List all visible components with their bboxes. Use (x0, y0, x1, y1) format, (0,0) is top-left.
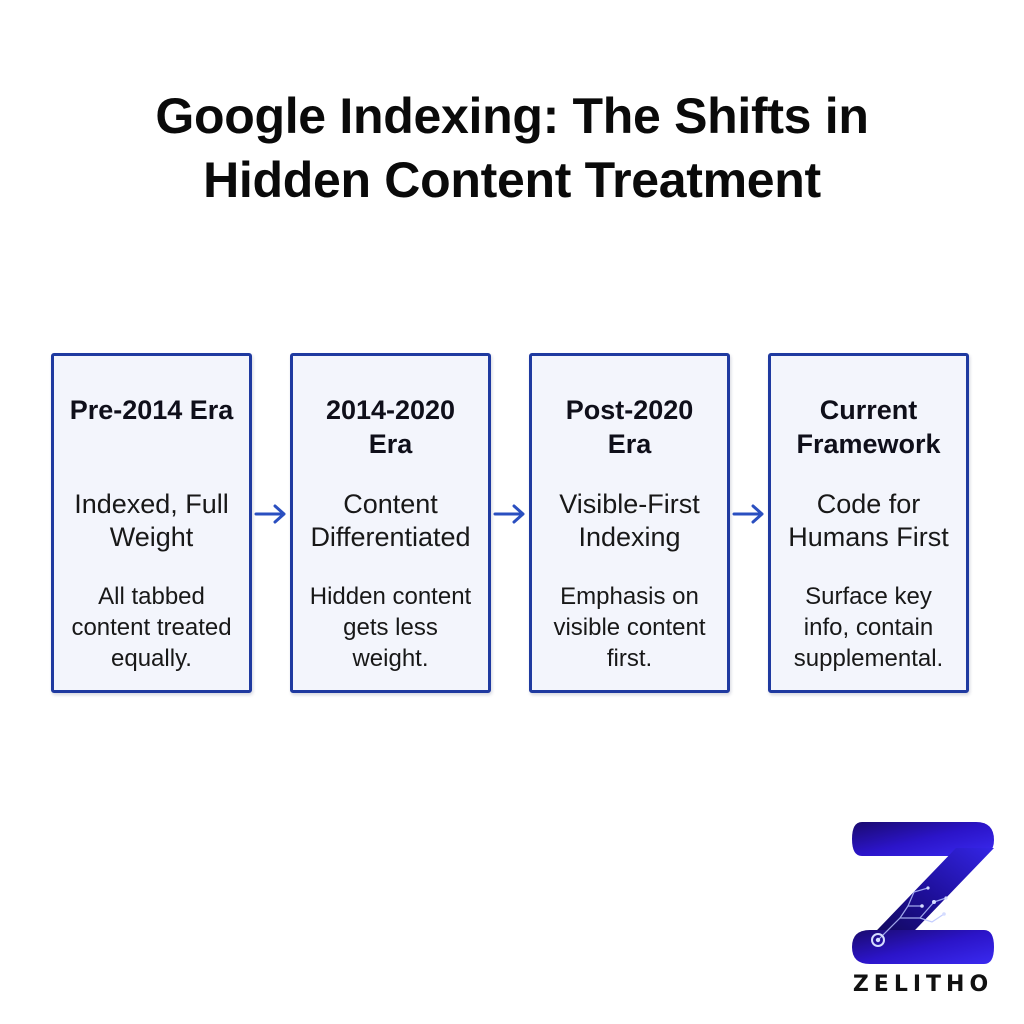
stage-subtitle-line: Humans First (788, 522, 949, 552)
stage-heading-line: 2014-2020 (325, 395, 456, 425)
stage-heading-line: Era (368, 429, 413, 459)
stage-heading: Post-2020 Era (532, 393, 727, 461)
stage-description-line: content treated (71, 614, 232, 641)
logo-wordmark: ZELITHO (852, 972, 994, 997)
stage-card-2014-2020: 2014-2020 Era Content Differentiated Hid… (290, 353, 491, 693)
stage-heading-line: Current (819, 395, 918, 425)
stage-heading-line: Pre-2014 Era (69, 395, 234, 425)
stage-description-line: Hidden content (309, 583, 472, 610)
title-line-2: Hidden Content Treatment (203, 152, 821, 208)
stage-description-line: Surface key (805, 583, 932, 610)
stage-subtitle-line: Code for (816, 489, 921, 519)
stage-description-line: first. (606, 645, 653, 672)
stage-description: Surface key info, contain supplemental. (771, 581, 966, 674)
stage-subtitle: Code for Humans First (771, 488, 966, 554)
stage-description-line: Emphasis on (560, 583, 699, 610)
stage-card-current-framework: Current Framework Code for Humans First … (768, 353, 969, 693)
stage-subtitle: Indexed, Full Weight (54, 488, 249, 554)
stage-subtitle: Visible-First Indexing (532, 488, 727, 554)
stage-subtitle-line: Content (343, 489, 438, 519)
stage-heading: Pre-2014 Era (54, 393, 249, 427)
stage-subtitle-line: Differentiated (310, 522, 471, 552)
stage-card-post-2020: Post-2020 Era Visible-First Indexing Emp… (529, 353, 730, 693)
stage-heading: Current Framework (771, 393, 966, 461)
stage-subtitle: Content Differentiated (293, 488, 488, 554)
stage-description-line: equally. (111, 645, 192, 672)
stage-description: All tabbed content treated equally. (54, 581, 249, 674)
page-title: Google Indexing: The Shifts in Hidden Co… (0, 84, 1024, 212)
z-circuit-logo-icon (852, 822, 994, 964)
arrow-right-icon (493, 504, 525, 524)
stage-description: Hidden content gets less weight. (293, 581, 488, 674)
stage-description-line: supplemental. (793, 645, 944, 672)
stage-subtitle-line: Indexed, Full (74, 489, 229, 519)
arrow-right-icon (732, 504, 764, 524)
stage-heading: 2014-2020 Era (293, 393, 488, 461)
stage-description-line: All tabbed (98, 583, 205, 610)
stage-description-line: gets less (343, 614, 438, 641)
stage-subtitle-line: Indexing (578, 522, 681, 552)
title-line-1: Google Indexing: The Shifts in (155, 88, 869, 144)
stage-subtitle-line: Visible-First (559, 489, 700, 519)
stage-heading-line: Framework (796, 429, 941, 459)
stage-card-pre-2014: Pre-2014 Era Indexed, Full Weight All ta… (51, 353, 252, 693)
stage-heading-line: Post-2020 (565, 395, 694, 425)
stage-heading-line: Era (607, 429, 652, 459)
stage-description-line: weight. (352, 645, 429, 672)
stage-description-line: info, contain (803, 614, 934, 641)
stage-subtitle-line: Weight (109, 522, 194, 552)
stage-description: Emphasis on visible content first. (532, 581, 727, 674)
stage-description-line: visible content (553, 614, 706, 641)
arrow-right-icon (254, 504, 286, 524)
